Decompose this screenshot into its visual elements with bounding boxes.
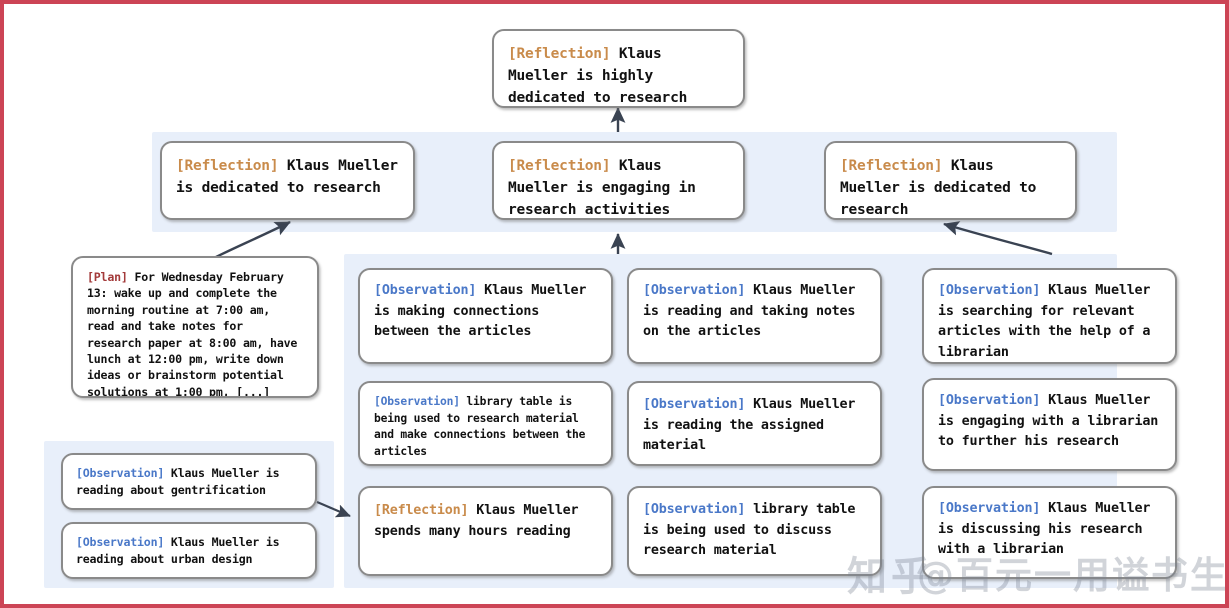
node-text: [Observation] Klaus Mueller is engaging … [938,391,1161,453]
node-text: [Observation] Klaus Mueller is reading a… [76,534,302,568]
tag-observation: [Observation] [938,283,1041,298]
node-text: [Reflection] Klaus Mueller is dedicated … [176,155,399,199]
node-col1-reflection[interactable]: [Reflection] Klaus Mueller spends many h… [358,486,613,576]
node-col2-observation-3[interactable]: [Observation] library table is being use… [627,486,882,576]
node-body: For Wednesday February 13: wake up and c… [87,270,304,398]
node-col3-observation-2[interactable]: [Observation] Klaus Mueller is engaging … [922,378,1177,471]
tag-observation: [Observation] [374,395,460,408]
node-text: [Observation] library table is being use… [374,394,597,460]
node-text: [Observation] Klaus Mueller is reading a… [76,465,302,499]
node-body: Klaus Mueller spends many hours reading [374,503,587,539]
node-body: library table is being used to discuss r… [643,502,864,558]
node-body: Klaus Mueller is discussing his research… [938,501,1159,557]
node-col3-observation-3[interactable]: [Observation] Klaus Mueller is discussin… [922,486,1177,579]
node-text: [Observation] Klaus Mueller is reading a… [643,281,866,343]
node-col1-observation-2[interactable]: [Observation] library table is being use… [358,381,613,466]
node-col2-observation-2[interactable]: [Observation] Klaus Mueller is reading t… [627,381,882,466]
node-body: library table is being used to research … [374,395,592,458]
tag-reflection: [Reflection] [176,158,279,174]
node-col2-observation-1[interactable]: [Observation] Klaus Mueller is reading a… [627,268,882,364]
node-root-reflection[interactable]: [Reflection] Klaus Mueller is highly ded… [492,29,745,108]
node-text: [Observation] Klaus Mueller is reading t… [643,395,866,457]
node-body: Klaus Mueller is highly dedicated to res… [508,46,688,106]
node-text: [Observation] Klaus Mueller is discussin… [938,499,1161,561]
node-text: [Reflection] Klaus Mueller is engaging i… [508,155,729,218]
node-mid-right-reflection[interactable]: [Reflection] Klaus Mueller is dedicated … [824,141,1077,220]
node-mid-left-reflection[interactable]: [Reflection] Klaus Mueller is dedicated … [160,141,415,220]
node-mid-center-reflection[interactable]: [Reflection] Klaus Mueller is engaging i… [492,141,745,220]
tag-observation: [Observation] [938,393,1041,408]
tag-observation: [Observation] [938,501,1041,516]
node-body: Klaus Mueller is reading about gentrific… [76,466,287,497]
node-body: Klaus Mueller is dedicated to research [176,158,407,196]
node-text: [Reflection] Klaus Mueller is dedicated … [840,155,1061,218]
node-body: Klaus Mueller is reading the assigned ma… [643,397,864,453]
tag-reflection: [Reflection] [374,503,469,518]
node-left-observation-2[interactable]: [Observation] Klaus Mueller is reading a… [61,522,317,579]
tag-observation: [Observation] [76,535,165,549]
node-text: [Plan] For Wednesday February 13: wake u… [87,269,304,398]
node-col3-observation-1[interactable]: [Observation] Klaus Mueller is searching… [922,268,1177,364]
tag-observation: [Observation] [374,283,477,298]
node-body: Klaus Mueller is engaging with a librari… [938,393,1167,449]
node-body: Klaus Mueller is engaging in research ac… [508,158,705,218]
node-text: [Observation] library table is being use… [643,500,866,562]
node-text: [Reflection] Klaus Mueller spends many h… [374,500,597,542]
tag-plan: [Plan] [87,270,128,284]
node-body: Klaus Mueller is reading about urban des… [76,535,287,566]
node-body: Klaus Mueller is searching for relevant … [938,283,1159,360]
tag-observation: [Observation] [76,466,165,480]
tag-reflection: [Reflection] [508,158,611,174]
node-body: Klaus Mueller is dedicated to research [840,158,1045,218]
node-body: Klaus Mueller is making connections betw… [374,283,595,339]
tag-observation: [Observation] [643,283,746,298]
tag-reflection: [Reflection] [840,158,943,174]
node-text: [Observation] Klaus Mueller is making co… [374,281,597,343]
tag-reflection: [Reflection] [508,46,611,62]
node-text: [Observation] Klaus Mueller is searching… [938,281,1161,362]
tag-observation: [Observation] [643,397,746,412]
node-plan[interactable]: [Plan] For Wednesday February 13: wake u… [71,256,319,398]
node-text: [Reflection] Klaus Mueller is highly ded… [508,43,729,106]
tag-observation: [Observation] [643,502,746,517]
node-col1-observation-1[interactable]: [Observation] Klaus Mueller is making co… [358,268,613,364]
node-body: Klaus Mueller is reading and taking note… [643,283,864,339]
node-left-observation-1[interactable]: [Observation] Klaus Mueller is reading a… [61,453,317,510]
